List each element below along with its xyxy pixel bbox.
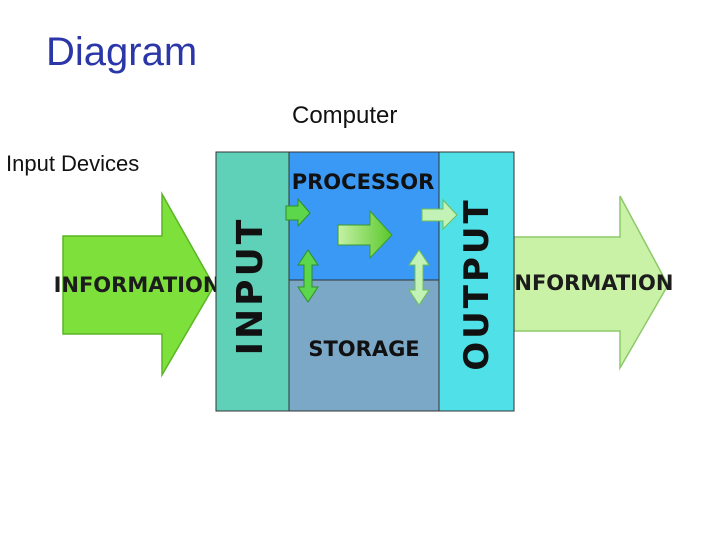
computer-label: Computer	[292, 102, 398, 129]
processor-to-output-arrow	[421, 198, 458, 231]
storage-label: STORAGE	[308, 337, 419, 361]
left-arrow-shape	[62, 191, 215, 378]
slide-title: Diagram	[46, 30, 198, 74]
processor-flow-arrow	[337, 209, 393, 260]
processor-storage-double-arrow-left	[297, 249, 319, 303]
left-information-arrow: INFORMATION	[54, 191, 221, 378]
input-panel	[215, 151, 290, 412]
output-panel	[438, 151, 515, 412]
processor-label: PROCESSOR	[292, 170, 435, 194]
right-arrow-shape	[513, 195, 669, 371]
input-label: INPUT	[230, 217, 271, 356]
processor-storage-double-arrow-right	[408, 249, 430, 306]
right-information-arrow: INFORMATION	[507, 195, 674, 371]
output-label: OUTPUT	[457, 197, 497, 370]
input-devices-label: Input Devices	[6, 151, 140, 176]
input-to-processor-arrow	[285, 197, 311, 228]
storage-panel	[288, 279, 440, 412]
right-arrow-label: INFORMATION	[507, 271, 674, 295]
left-arrow-label: INFORMATION	[54, 273, 221, 297]
